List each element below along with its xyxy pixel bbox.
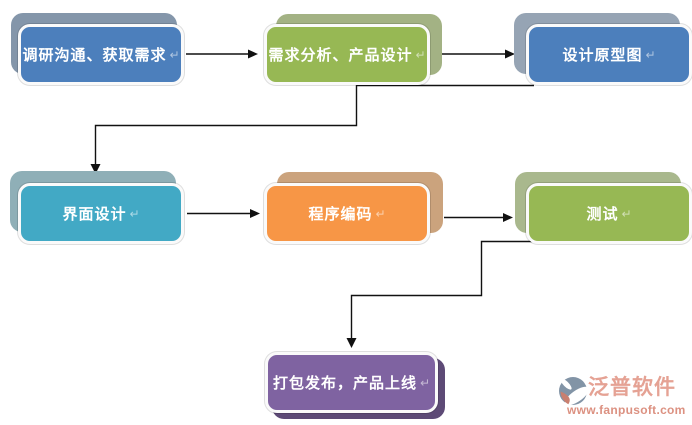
- return-mark-icon: ↵: [129, 206, 140, 221]
- flow-node-label: 设计原型图: [562, 47, 643, 64]
- flow-node-ui-design: 界面设计↵: [18, 183, 184, 244]
- arrowhead-icon: [346, 338, 357, 348]
- return-mark-icon: ↵: [415, 47, 426, 62]
- return-mark-icon: ↵: [375, 206, 386, 221]
- arrowhead-icon: [90, 164, 101, 174]
- connector-prototype-uidesign: [94, 84, 534, 164]
- arrowhead-icon: [248, 49, 258, 59]
- flow-node-label: 打包发布，产品上线: [272, 375, 417, 392]
- flow-node-label: 程序编码: [308, 206, 373, 223]
- connector-testing-release: [350, 240, 536, 338]
- arrowhead-icon: [505, 49, 515, 59]
- flow-node-release: 打包发布，产品上线↵: [265, 352, 438, 413]
- flow-node-prototype: 设计原型图↵: [526, 24, 692, 85]
- return-mark-icon: ↵: [621, 206, 632, 221]
- flow-node-label: 调研沟通、获取需求: [22, 47, 167, 64]
- return-mark-icon: ↵: [419, 375, 431, 390]
- return-mark-icon: ↵: [645, 47, 656, 62]
- return-mark-icon: ↵: [169, 47, 180, 62]
- arrowhead-icon: [250, 209, 260, 218]
- flow-node-label: 需求分析、产品设计: [268, 47, 413, 64]
- logo-company-name: 泛普软件: [588, 376, 676, 399]
- fanpu-swirl-icon: [559, 377, 588, 406]
- logo-website-url: www.fanpusoft.com: [567, 403, 686, 417]
- flow-node-research: 调研沟通、获取需求↵: [18, 24, 184, 85]
- flow-node-coding: 程序编码↵: [264, 183, 430, 244]
- company-logo: 泛普软件 www.fanpusoft.com: [558, 374, 692, 417]
- flow-node-analysis: 需求分析、产品设计↵: [264, 24, 430, 85]
- flow-node-testing: 测试↵: [526, 183, 692, 244]
- arrowhead-icon: [503, 213, 513, 222]
- flow-node-label: 测试: [586, 206, 619, 223]
- flow-node-label: 界面设计: [62, 206, 127, 223]
